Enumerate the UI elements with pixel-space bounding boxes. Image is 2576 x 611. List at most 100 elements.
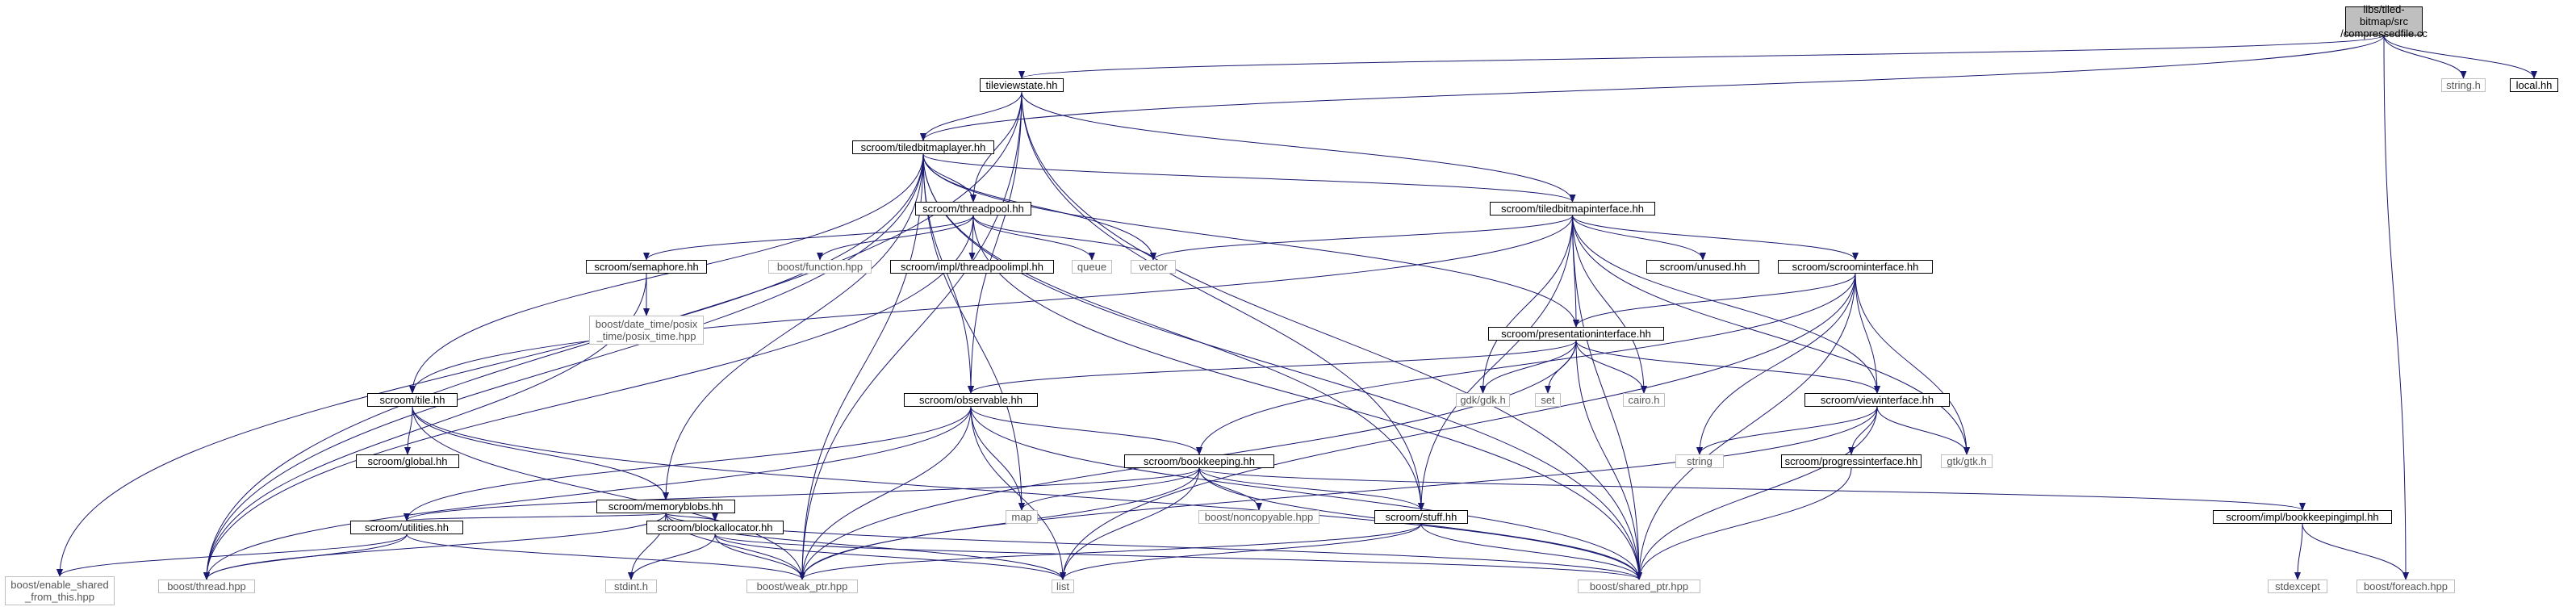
edge-tiledbitmapinterface-to-shared_ptr bbox=[1572, 215, 1642, 580]
node-viewinterface[interactable]: scroom/viewinterface.hh bbox=[1804, 393, 1950, 407]
node-set: set bbox=[1535, 393, 1561, 407]
node-gtk: gtk/gtk.h bbox=[1941, 454, 1993, 468]
node-local-hh[interactable]: local.hh bbox=[2510, 78, 2558, 92]
edge-utilities-to-weak_ptr bbox=[406, 534, 805, 580]
edge-utilities-to-boost_thread bbox=[203, 534, 408, 580]
node-root-compressedfile: libs/tiled-bitmap/src /compressedfile.cc bbox=[2340, 2, 2428, 40]
edge-scroominterface-to-viewinterface bbox=[1855, 273, 1880, 394]
edge-presentationinterface-to-observable bbox=[968, 340, 1577, 394]
node-progressinterface[interactable]: scroom/progressinterface.hh bbox=[1781, 454, 1922, 468]
node-boost-thread: boost/thread.hpp bbox=[158, 580, 255, 593]
edge-observable-to-utilities bbox=[404, 406, 972, 521]
node-threadpool[interactable]: scroom/threadpool.hh bbox=[915, 202, 1031, 216]
edge-tiledbitmapinterface-to-stuff bbox=[1418, 215, 1573, 511]
edge-tile-to-weak_ptr bbox=[412, 406, 805, 580]
node-enable-shared: boost/enable_shared _from_this.hpp bbox=[5, 576, 115, 605]
edge-root-to-string_h bbox=[2383, 35, 2467, 79]
edge-presentationinterface-to-shared_ptr bbox=[1575, 340, 1642, 580]
edge-stuff-to-list bbox=[1060, 523, 1422, 580]
edge-scroominterface-to-shared_ptr bbox=[1636, 273, 1856, 580]
node-map: map bbox=[1006, 510, 1038, 524]
edge-tiledbitmapinterface-to-viewinterface bbox=[1572, 215, 1880, 394]
edge-observable-to-bookkeeping bbox=[970, 406, 1202, 455]
node-tiledbitmapinterface[interactable]: scroom/tiledbitmapinterface.hh bbox=[1490, 202, 1655, 216]
edge-tile-to-shared_ptr bbox=[412, 406, 1642, 580]
node-queue: queue bbox=[1072, 260, 1112, 274]
edge-tiledbitmaplayer-to-tiledbitmapinterface bbox=[922, 153, 1576, 203]
node-threadpoolimpl[interactable]: scroom/impl/threadpoolimpl.hh bbox=[890, 260, 1054, 274]
node-global[interactable]: scroom/global.hh bbox=[356, 454, 459, 468]
node-observable[interactable]: scroom/observable.hh bbox=[904, 393, 1038, 407]
edge-threadpool-to-boost_thread bbox=[203, 215, 974, 580]
node-memoryblobs[interactable]: scroom/memoryblobs.hh bbox=[596, 500, 735, 513]
edge-bookkeeping-to-map bbox=[1018, 467, 1200, 511]
edge-blockallocator-to-stdint bbox=[628, 534, 716, 580]
edge-tileviewstate-to-tiledbitmaplayer bbox=[920, 91, 1022, 141]
edge-root-to-local_hh bbox=[2383, 35, 2537, 79]
edge-blockallocator-to-weak_ptr bbox=[714, 534, 805, 580]
edge-bookkeeping-to-bookkeepingimpl bbox=[1198, 467, 2306, 511]
edge-bookkeeping-to-weak_ptr bbox=[799, 467, 1200, 580]
edge-memoryblobs-to-blockallocator bbox=[665, 513, 718, 521]
edge-root-to-tiledbitmaplayer bbox=[920, 35, 2385, 141]
node-noncopyable: boost/noncopyable.hpp bbox=[1198, 510, 1319, 524]
edge-observable-to-shared_ptr bbox=[970, 406, 1642, 580]
node-boost-function: boost/function.hpp bbox=[768, 260, 872, 274]
edge-root-to-foreach bbox=[2383, 35, 2409, 580]
edge-observable-to-map bbox=[970, 406, 1025, 511]
node-foreach: boost/foreach.hpp bbox=[2356, 580, 2455, 593]
edge-tiledbitmapinterface-to-scroominterface bbox=[1572, 215, 1859, 261]
edge-scroominterface-to-list bbox=[1060, 273, 1856, 580]
edge-bookkeeping-to-shared_ptr bbox=[1198, 467, 1642, 580]
node-shared-ptr: boost/shared_ptr.hpp bbox=[1578, 580, 1700, 593]
edge-bookkeeping-to-stuff bbox=[1198, 467, 1424, 511]
node-presentationinterface[interactable]: scroom/presentationinterface.hh bbox=[1488, 327, 1664, 341]
edge-scroominterface-to-presentationinterface bbox=[1573, 273, 1856, 328]
node-semaphore[interactable]: scroom/semaphore.hh bbox=[586, 260, 707, 274]
edge-scroominterface-to-string bbox=[1696, 273, 1856, 455]
edge-stuff-to-weak_ptr bbox=[799, 523, 1422, 580]
node-utilities[interactable]: scroom/utilities.hh bbox=[350, 521, 463, 534]
edge-utilities-to-enable_shared bbox=[56, 534, 408, 577]
node-string: string bbox=[1675, 454, 1724, 468]
edge-blockallocator-to-list bbox=[714, 534, 1066, 580]
node-unused[interactable]: scroom/unused.hh bbox=[1646, 260, 1759, 274]
node-tiledbitmaplayer[interactable]: scroom/tiledbitmaplayer.hh bbox=[852, 140, 994, 154]
edge-scroominterface-to-gtk bbox=[1855, 273, 1970, 455]
edge-bookkeeping-to-utilities bbox=[404, 467, 1200, 521]
edge-memoryblobs-to-utilities bbox=[404, 513, 667, 521]
edge-presentationinterface-to-gdk bbox=[1479, 340, 1577, 394]
edge-root-to-tileviewstate bbox=[1018, 35, 2385, 79]
node-stdexcept: stdexcept bbox=[2268, 580, 2327, 593]
node-scroominterface[interactable]: scroom/scroominterface.hh bbox=[1778, 260, 1933, 274]
edge-bookkeepingimpl-to-stdexcept bbox=[2294, 523, 2303, 580]
node-list: list bbox=[1052, 580, 1074, 593]
edge-bookkeeping-to-list bbox=[1060, 467, 1200, 580]
node-bookkeepingimpl[interactable]: scroom/impl/bookkeepingimpl.hh bbox=[2213, 510, 2392, 524]
edge-tiledbitmaplayer-to-map bbox=[922, 153, 1025, 511]
node-tileviewstate[interactable]: tileviewstate.hh bbox=[980, 78, 1064, 92]
node-vector: vector bbox=[1131, 260, 1176, 274]
edge-viewinterface-to-gtk bbox=[1876, 406, 1970, 455]
node-gdk: gdk/gdk.h bbox=[1456, 393, 1510, 407]
edge-scroominterface-to-bookkeeping bbox=[1196, 273, 1856, 455]
edge-tileviewstate-to-stuff bbox=[1021, 91, 1424, 511]
edge-presentationinterface-to-viewinterface bbox=[1575, 340, 1880, 394]
node-bookkeeping[interactable]: scroom/bookkeeping.hh bbox=[1124, 454, 1274, 468]
node-posix-time: boost/date_time/posix _time/posix_time.h… bbox=[589, 316, 704, 345]
edge-threadpool-to-shared_ptr bbox=[972, 215, 1642, 580]
edge-stuff-to-shared_ptr bbox=[1420, 523, 1642, 580]
node-tile[interactable]: scroom/tile.hh bbox=[367, 393, 458, 407]
edge-tiledbitmaplayer-to-enable_shared bbox=[56, 153, 924, 577]
edge-tiledbitmapinterface-to-tile bbox=[409, 215, 1573, 394]
edge-presentationinterface-to-cairo bbox=[1575, 340, 1647, 394]
edge-observable-to-list bbox=[970, 406, 1066, 580]
edge-viewinterface-to-shared_ptr bbox=[1636, 406, 1878, 580]
node-blockallocator[interactable]: scroom/blockallocator.hh bbox=[646, 521, 784, 534]
edge-tiledbitmapinterface-to-gtk bbox=[1572, 215, 1970, 455]
node-stuff[interactable]: scroom/stuff.hh bbox=[1374, 510, 1468, 524]
edge-tiledbitmapinterface-to-cairo bbox=[1572, 215, 1647, 394]
edge-tiledbitmapinterface-to-gdk bbox=[1479, 215, 1573, 394]
node-stdint: stdint.h bbox=[605, 580, 657, 593]
